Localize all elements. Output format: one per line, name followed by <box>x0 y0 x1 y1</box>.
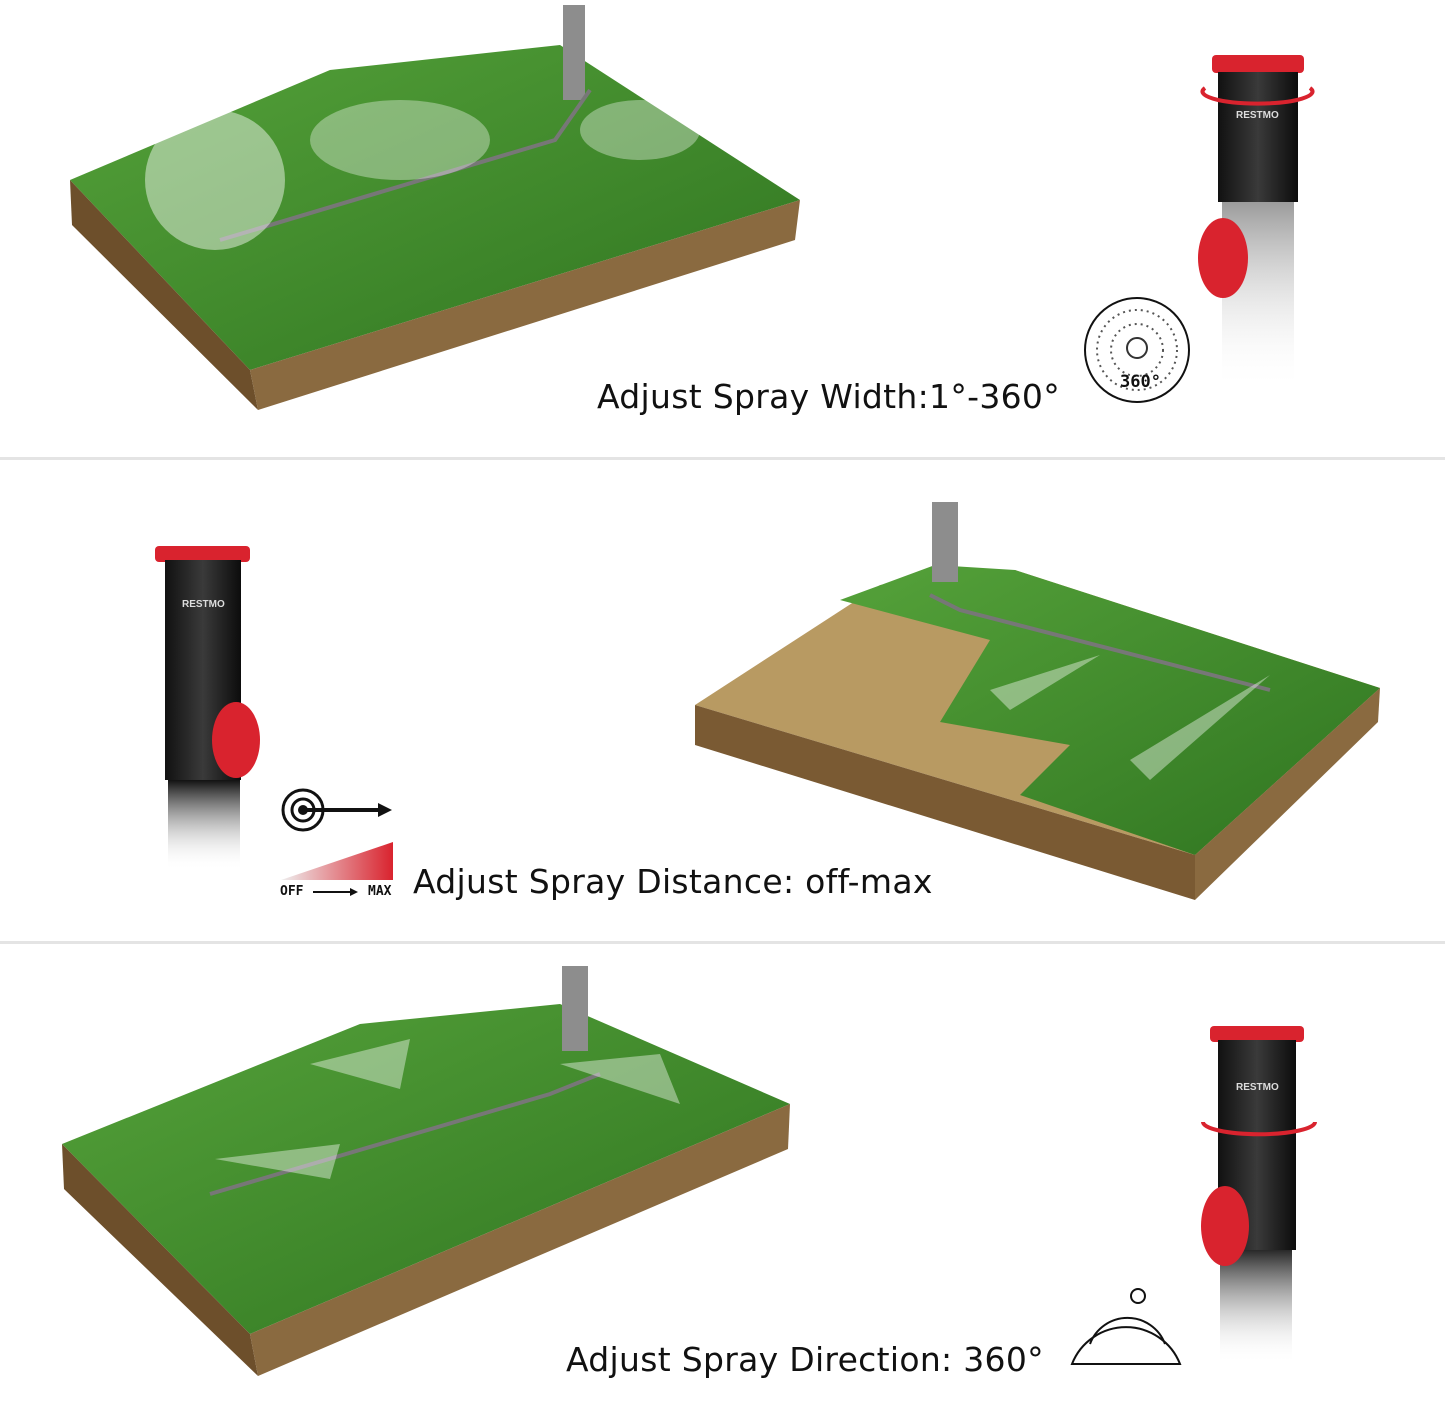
panel-spray-direction: RESTMO Adjust Spray Direction: 360° <box>0 944 1445 1404</box>
panel-spray-distance: RESTMO OFF MAX Adjust Spray Distance: of… <box>0 460 1445 941</box>
caption-spray-width: Adjust Spray Width:1°-360° <box>597 377 1061 416</box>
divider <box>0 941 1445 944</box>
scale-off-label: OFF <box>280 884 304 899</box>
dial-label: 360° <box>1120 372 1161 392</box>
sprinkler-product-image: RESTMO <box>155 546 260 870</box>
brand-logo: RESTMO <box>1236 1082 1279 1093</box>
brand-logo: RESTMO <box>182 599 225 610</box>
sprinkler-product-image: RESTMO <box>1201 1026 1317 1364</box>
lawn-illustration: RESTMO <box>70 5 1315 410</box>
spray-direction-arc-icon <box>1070 1288 1182 1365</box>
divider <box>0 457 1445 460</box>
scale-max-label: MAX <box>368 884 392 899</box>
spray-width-dial-icon <box>1084 297 1190 403</box>
target-arrow-icon <box>281 788 392 832</box>
brand-logo: RESTMO <box>1236 110 1279 121</box>
caption-spray-direction: Adjust Spray Direction: 360° <box>566 1340 1044 1379</box>
sprinkler-product-image: RESTMO <box>1198 55 1315 390</box>
lawn-illustration: RESTMO <box>155 502 1380 900</box>
lawn-illustration: RESTMO <box>62 966 1317 1376</box>
panel-spray-width: RESTMO 360° Adjust Spray Width:1°-360° <box>0 0 1445 456</box>
distance-ramp <box>281 842 393 880</box>
caption-spray-distance: Adjust Spray Distance: off-max <box>413 862 933 901</box>
